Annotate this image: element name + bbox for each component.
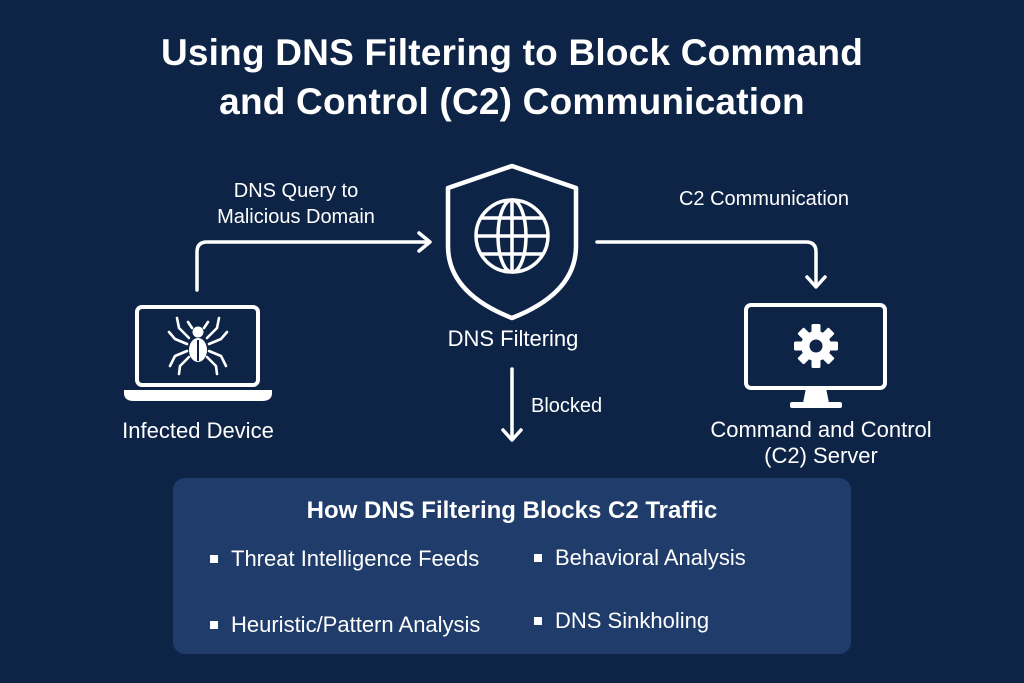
c2-server-label-line-2: (C2) Server	[764, 443, 878, 468]
feature-item-label: Heuristic/Pattern Analysis	[231, 612, 481, 637]
spider-icon	[167, 316, 229, 376]
page-title: Using DNS Filtering to Block Command and…	[0, 28, 1024, 126]
shield-globe-icon	[445, 163, 579, 321]
feature-item-label: DNS Sinkholing	[555, 608, 710, 633]
feature-item-dns-sinkholing: DNS Sinkholing	[534, 608, 709, 634]
blocked-arrow	[501, 367, 523, 442]
bullet-icon	[534, 617, 542, 625]
c2-server-label-line-1: Command and Control	[710, 417, 932, 442]
infected-device-label: Infected Device	[122, 418, 274, 443]
bullet-icon	[534, 554, 542, 562]
feature-item-label: Threat Intelligence Feeds	[231, 546, 480, 571]
panel-title: How DNS Filtering Blocks C2 Traffic	[306, 497, 718, 524]
bullet-icon	[210, 621, 218, 629]
query-edge-label-line-2: Malicious Domain	[217, 206, 375, 228]
feature-item-heuristic-analysis: Heuristic/Pattern Analysis	[210, 612, 480, 638]
title-line-1: Using DNS Filtering to Block Command	[160, 32, 864, 73]
info-panel: How DNS Filtering Blocks C2 Traffic Thre…	[173, 478, 851, 654]
query-edge-label: DNS Query to Malicious Domain	[196, 178, 396, 230]
feature-item-threat-intelligence: Threat Intelligence Feeds	[210, 546, 479, 572]
feature-item-label: Behavioral Analysis	[555, 545, 746, 570]
dns-filtering-label: DNS Filtering	[447, 326, 579, 351]
c2-server-label: Command and Control (C2) Server	[686, 417, 956, 469]
query-edge-label-line-1: DNS Query to	[233, 180, 359, 202]
c2-communication-label: C2 Communication	[678, 188, 850, 210]
feature-item-behavioral-analysis: Behavioral Analysis	[534, 545, 746, 571]
query-arrow	[195, 231, 432, 292]
globe-icon	[474, 198, 550, 274]
blocked-label: Blocked	[531, 395, 603, 417]
laptop-spider-icon	[124, 305, 272, 401]
gear-icon	[794, 324, 838, 368]
monitor-gear-icon	[744, 303, 887, 408]
c2-communication-arrow	[595, 240, 827, 289]
bullet-icon	[210, 555, 218, 563]
title-line-2: and Control (C2) Communication	[219, 81, 805, 122]
